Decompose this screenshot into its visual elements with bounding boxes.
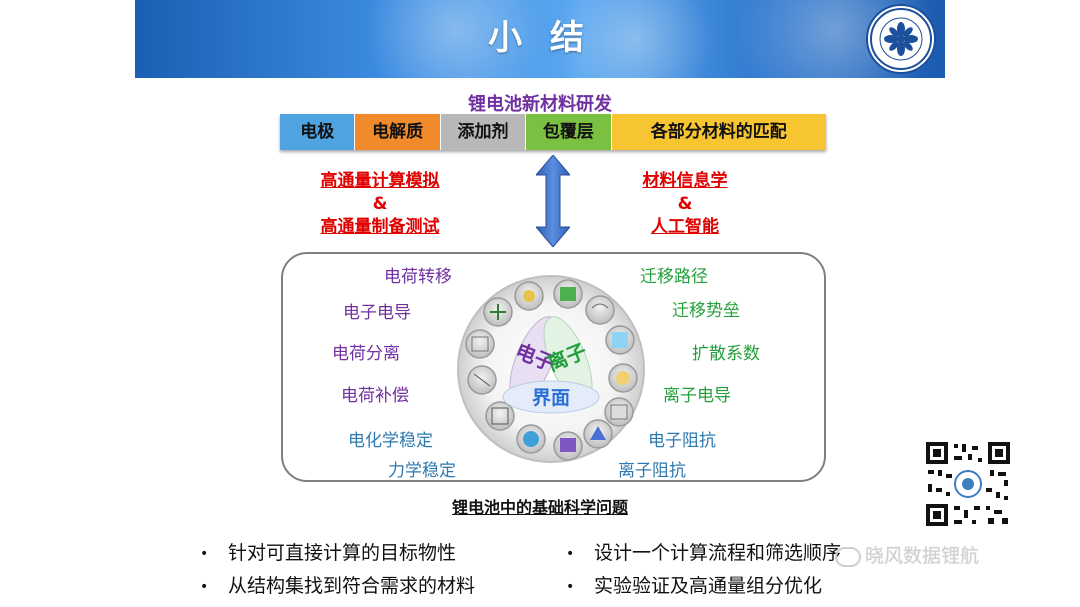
bullet-right-2-text: 实验验证及高通量组分优化 xyxy=(594,575,823,597)
method-left-line2: 高通量制备测试 xyxy=(320,217,440,237)
methods-right: 材料信息学 & 人工智能 xyxy=(600,170,770,239)
methods-left: 高通量计算模拟 & 高通量制备测试 xyxy=(290,170,470,239)
research-title: 锂电池新材料研发 xyxy=(468,94,612,115)
label-charge-transfer: 电荷转移 xyxy=(384,267,452,287)
label-ion-impedance: 离子阻抗 xyxy=(618,461,686,481)
label-electrochemical-stability: 电化学稳定 xyxy=(348,431,433,451)
watermark: 晓风数据锂航 xyxy=(835,541,979,568)
label-migration-barrier: 迁移势垒 xyxy=(672,301,740,321)
bullet-dot: • xyxy=(200,578,209,595)
bullet-right-1-text: 设计一个计算流程和筛选顺序 xyxy=(594,542,842,564)
label-electron-conduction: 电子电导 xyxy=(343,303,411,323)
method-left-amp: & xyxy=(372,194,388,214)
science-panel xyxy=(281,252,826,482)
bullet-left-1-text: 针对可直接计算的目标物性 xyxy=(228,542,457,564)
bullet-dot: • xyxy=(566,578,575,595)
label-mechanical-stability: 力学稳定 xyxy=(388,461,456,481)
bullet-right-2: • 实验验证及高通量组分优化 xyxy=(566,571,822,598)
watermark-text: 晓风数据锂航 xyxy=(865,545,980,567)
category-matching: 各部分材料的匹配 xyxy=(611,114,826,150)
label-charge-compensation: 电荷补偿 xyxy=(341,386,409,406)
bullet-right-1: • 设计一个计算流程和筛选顺序 xyxy=(566,538,841,565)
label-electron-impedance: 电子阻抗 xyxy=(648,431,716,451)
bullet-left-1: • 针对可直接计算的目标物性 xyxy=(200,538,456,565)
fundamental-title-text: 锂电池中的基础科学问题 xyxy=(451,498,628,517)
wechat-icon xyxy=(835,546,861,567)
center-diagram: 电子 离子 界面 xyxy=(456,274,646,464)
label-charge-separation: 电荷分离 xyxy=(332,344,400,364)
bullet-left-2: • 从结构集找到符合需求的材料 xyxy=(200,571,475,598)
double-arrow-icon xyxy=(534,154,572,248)
slide-title: 小 结 xyxy=(488,18,592,58)
cas-logo-icon xyxy=(866,4,936,74)
bullet-dot: • xyxy=(200,545,209,562)
method-right-line2: 人工智能 xyxy=(651,217,719,237)
method-right-amp: & xyxy=(677,194,693,214)
qr-code-icon[interactable] xyxy=(924,440,1012,528)
label-ionic-conduction: 离子电导 xyxy=(663,386,731,406)
header-banner: 小 结 xyxy=(135,0,945,78)
category-electrode: 电极 xyxy=(280,114,356,150)
fundamental-title: 锂电池中的基础科学问题 xyxy=(0,494,1080,518)
label-migration-path: 迁移路径 xyxy=(640,267,708,287)
category-additive: 添加剂 xyxy=(440,114,527,150)
category-electrolyte: 电解质 xyxy=(355,114,441,150)
method-left-line1: 高通量计算模拟 xyxy=(320,171,440,191)
method-right-line1: 材料信息学 xyxy=(642,171,728,191)
bullet-dot: • xyxy=(566,545,575,562)
category-coating: 包覆层 xyxy=(526,114,612,150)
bullet-left-2-text: 从结构集找到符合需求的材料 xyxy=(228,575,476,597)
category-bar: 电极 电解质 添加剂 包覆层 各部分材料的匹配 xyxy=(280,114,826,150)
center-interface-label: 界面 xyxy=(532,387,570,409)
label-diffusion-coefficient: 扩散系数 xyxy=(692,344,760,364)
